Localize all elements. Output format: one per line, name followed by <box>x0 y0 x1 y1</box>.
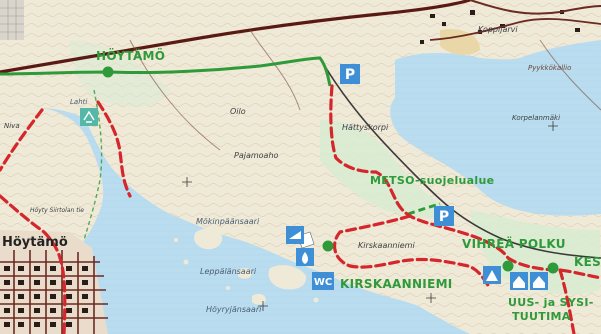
label-korpelanmaki: Korpelanmäki <box>512 114 560 122</box>
green-trail-north[interactable] <box>0 56 332 87</box>
island-4 <box>252 293 266 305</box>
forest-tint-north <box>320 120 460 219</box>
island-2 <box>268 265 307 290</box>
label-leppalansaari: Leppälänsaari <box>200 267 257 276</box>
label-niva: Niva <box>4 122 20 130</box>
red-trail-southeast <box>558 268 576 334</box>
label-kesa: KESÄ <box>574 254 601 269</box>
island-1 <box>194 228 223 250</box>
green-trail-vihrea[interactable] <box>407 202 441 216</box>
label-koppijarvi: Koppijärvi <box>478 25 518 34</box>
parking-icon[interactable]: P <box>434 206 454 226</box>
road-local-2 <box>249 29 301 111</box>
road-local-3 <box>539 39 601 111</box>
red-trail-kirskaanniemi-loop <box>332 214 492 290</box>
label-metso: METSO-suojelualue <box>370 174 494 187</box>
town-street-grid <box>0 250 108 334</box>
label-hoytamo-station: HÖYTÄMÖ <box>96 48 165 63</box>
red-trail-northwest <box>0 108 44 172</box>
grid-block-top-left <box>0 0 24 40</box>
label-hoyryjansaari: Höyryjänsaari <box>206 305 262 314</box>
shelter-icon[interactable] <box>80 108 98 126</box>
svg-text:WC: WC <box>314 277 332 288</box>
label-hoytamo-town: Höytämö <box>2 235 68 250</box>
forest-tint-southeast <box>470 210 600 295</box>
red-dashed-trails[interactable] <box>0 84 601 334</box>
label-uus-line2: TUUTIMA <box>512 310 571 323</box>
label-mokinpaansaari: Mökinpäänsaari <box>196 217 260 226</box>
label-vihrea-polku: VIHREÄ POLKU <box>462 236 566 251</box>
station-point-kirskaanniemi[interactable] <box>322 240 334 252</box>
island-3 <box>238 267 252 279</box>
parking-icon[interactable]: P <box>340 64 360 84</box>
green-trail-connector[interactable] <box>83 89 103 241</box>
road-koppijarvi <box>429 18 601 41</box>
label-pajamoaho: Pajamoaho <box>234 151 279 160</box>
town-buildings <box>4 266 88 327</box>
label-kirskaanniemi: KIRSKAANNIEMI <box>340 277 453 291</box>
wc-icon[interactable]: WC <box>312 272 334 290</box>
red-trail-southwest <box>0 194 67 334</box>
cabin-icon[interactable] <box>510 272 528 290</box>
grid-crosses <box>182 121 558 311</box>
red-trail-west-shore <box>96 100 132 198</box>
main-road <box>0 0 471 74</box>
station-point-hoytamo[interactable] <box>102 66 114 78</box>
label-uus-line1: UUS- ja SYSI- <box>508 296 594 309</box>
road-local-1 <box>129 39 221 151</box>
label-lahti: Lahti <box>70 98 87 106</box>
label-oilo: Oilo <box>230 107 246 116</box>
label-kirskaanniemi-small: Kirskaanniemi <box>358 241 415 250</box>
svg-text:P: P <box>439 209 449 225</box>
label-hoyty-siirtolan: Höyty Siirtolan tie <box>30 207 84 214</box>
label-hattyskorpi: Hättyskorpi <box>342 123 389 132</box>
station-point-kesa[interactable] <box>547 262 559 274</box>
boat-launch-icon[interactable] <box>286 226 304 244</box>
hut-icon[interactable] <box>483 266 501 284</box>
label-pyykkokallio: Pyykkökallio <box>528 64 571 72</box>
road-northeast <box>469 0 601 15</box>
sand-area <box>440 28 480 55</box>
station-point-vihrea-polku[interactable] <box>502 260 514 272</box>
fireplace-icon[interactable] <box>296 248 314 266</box>
road-hattyskorpi <box>319 57 601 259</box>
svg-text:P: P <box>345 67 355 83</box>
cabin-icon[interactable] <box>530 272 548 290</box>
